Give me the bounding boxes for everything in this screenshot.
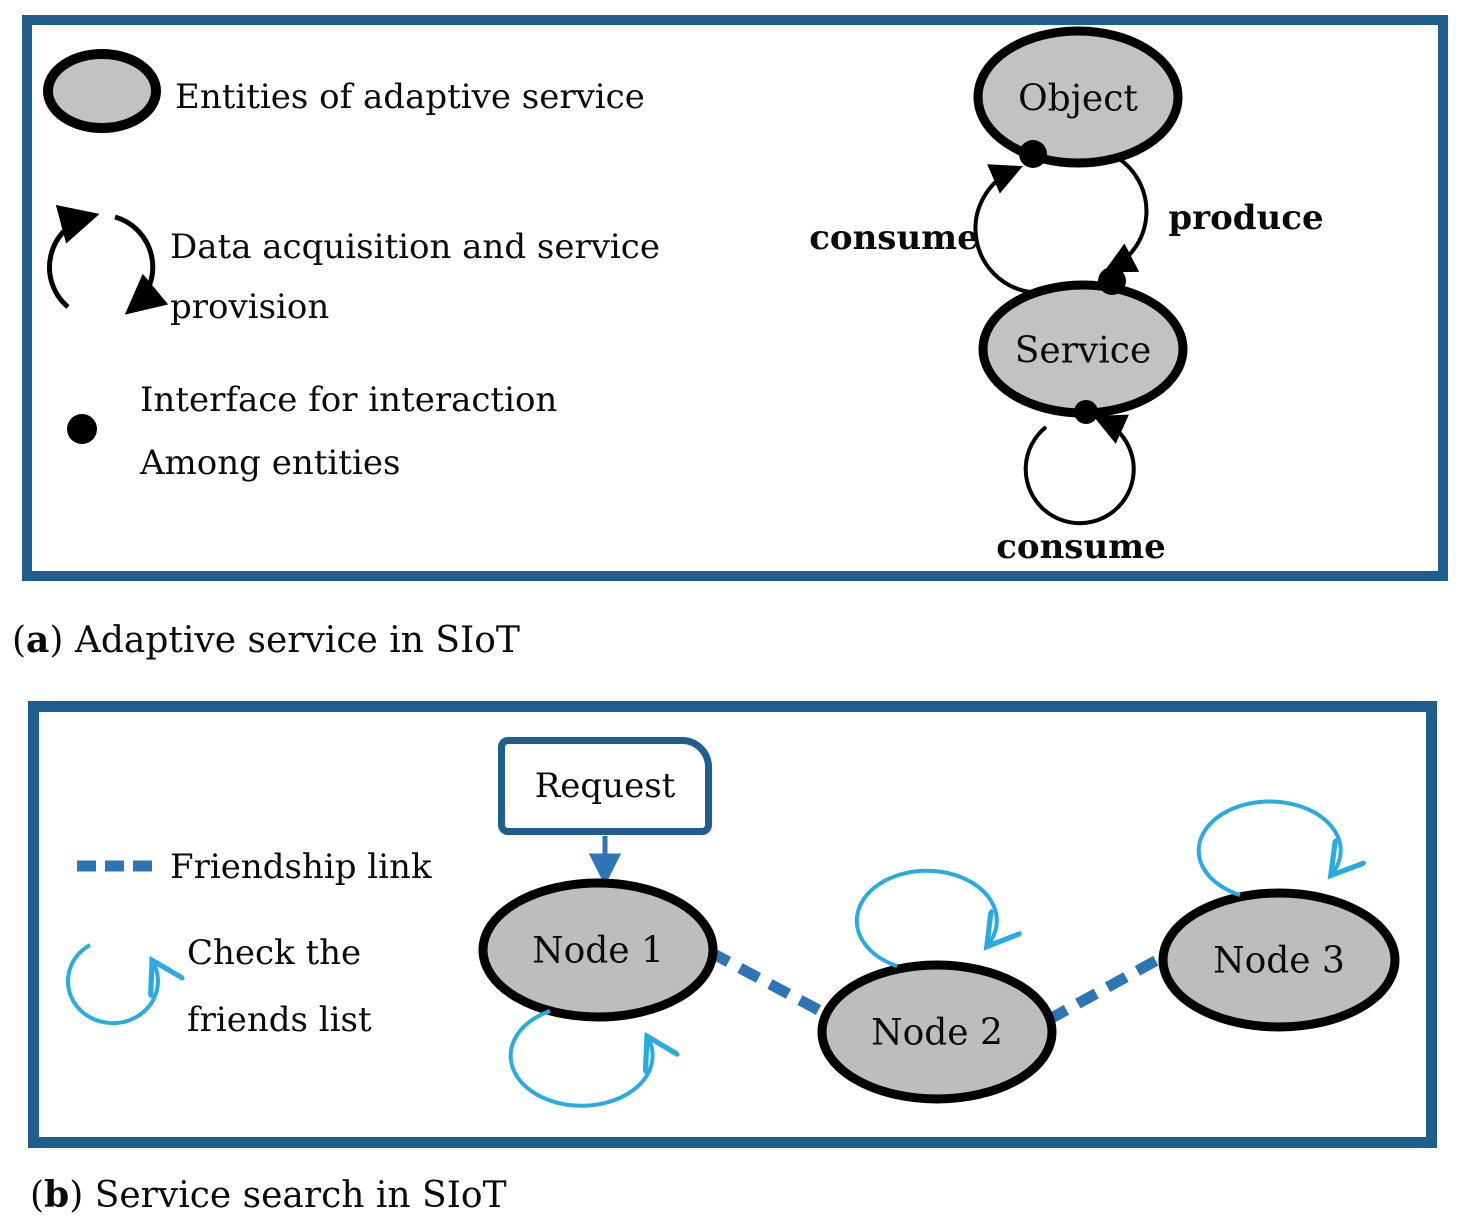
- caption-a-open: (: [12, 620, 27, 661]
- consume-bottom-label: consume: [996, 527, 1166, 567]
- caption-b: (b) Service search in SIoT: [30, 1174, 507, 1216]
- node1-label: Node 1: [532, 930, 664, 972]
- caption-b-open: (: [30, 1175, 45, 1216]
- panel-b-frame: [28, 701, 1437, 1148]
- legend-interface-label-line2: Among entities: [140, 443, 401, 483]
- request-box: Request: [498, 737, 712, 835]
- caption-a-rest: ) Adaptive service in SIoT: [49, 620, 520, 661]
- legend-friendship-label: Friendship link: [170, 847, 432, 887]
- request-label: Request: [534, 766, 676, 806]
- caption-b-letter: b: [44, 1174, 70, 1216]
- node2-label: Node 2: [871, 1012, 1003, 1054]
- panel-a-frame: [22, 15, 1448, 581]
- caption-a: (a) Adaptive service in SIoT: [12, 619, 520, 661]
- object-label: Object: [1018, 78, 1138, 120]
- service-label: Service: [1014, 330, 1152, 372]
- legend-interface-label-line1: Interface for interaction: [140, 380, 558, 420]
- legend-cycle-label-line2: provision: [170, 287, 330, 327]
- node3-label: Node 3: [1213, 940, 1345, 982]
- legend-check-label-line2: friends list: [187, 1000, 372, 1040]
- caption-a-letter: a: [26, 619, 50, 661]
- consume-top-label: consume: [809, 218, 979, 258]
- legend-entities-label: Entities of adaptive service: [175, 77, 645, 117]
- caption-b-rest: ) Service search in SIoT: [69, 1175, 507, 1216]
- produce-label: produce: [1168, 198, 1324, 238]
- legend-cycle-label-line1: Data acquisition and service: [170, 227, 660, 267]
- legend-check-label-line1: Check the: [187, 933, 362, 973]
